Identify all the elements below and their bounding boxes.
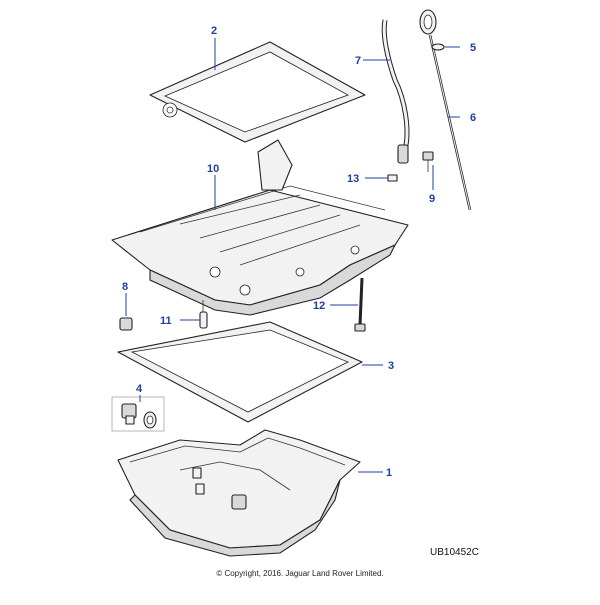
callout-7: 7 [355,55,361,67]
part-1-oil-pan [117,429,361,557]
callout-11: 11 [160,315,172,327]
callout-8: 8 [122,281,128,293]
part-9-bolt [422,151,434,172]
callout-13: 13 [347,173,359,185]
callout-3: 3 [388,360,394,372]
leader-lines [125,38,460,473]
part-4-drain-plug [111,396,165,432]
part-10-oil-pan-adapter [111,139,409,316]
callout-10: 10 [207,163,219,175]
part-5-o-ring [431,43,445,51]
part-3-lower-gasket [117,321,363,423]
part-2-upper-gasket [149,41,366,143]
part-12-long-bolt [354,277,366,332]
callout-12: 12 [313,300,325,312]
part-7-dipstick-tube [381,19,410,164]
callout-2: 2 [211,25,217,37]
part-6-dipstick [419,9,472,211]
part-13-clip [387,174,398,182]
callout-1: 1 [386,467,392,479]
callout-labels: 1 2 3 4 5 6 7 8 9 10 11 12 13 [122,25,476,479]
callout-4: 4 [136,383,143,395]
callout-6: 6 [470,112,476,124]
part-11-bolt [199,300,208,329]
callout-5: 5 [470,42,476,54]
part-8-bolt [119,308,133,331]
diagram-reference-code: UB10452C [430,547,479,558]
callout-9: 9 [429,193,435,205]
copyright-notice: © Copyright, 2016. Jaguar Land Rover Lim… [216,569,384,578]
